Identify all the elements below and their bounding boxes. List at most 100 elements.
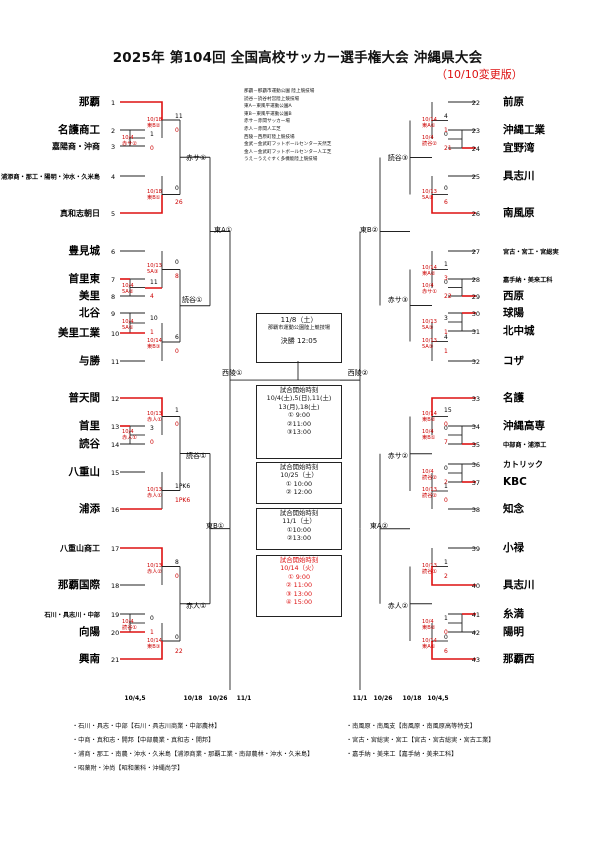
final-date: 11/8（土）	[280, 316, 318, 324]
match-venue: 東B③	[147, 642, 161, 650]
venue-item: 金武－金武町フットボールセンター天然芝	[244, 142, 332, 148]
winner-path	[431, 397, 476, 416]
revision-note: （10/10変更版）	[436, 68, 523, 81]
match-date: 10/13	[147, 263, 162, 269]
venue-item: 赤人－赤間人工芝	[244, 126, 281, 132]
round-date: 10/26	[374, 695, 393, 702]
match-date: 10/4	[422, 429, 434, 435]
team-name: コザ	[503, 355, 524, 367]
score-a: 4	[444, 334, 448, 341]
team-name: 与勝	[79, 354, 100, 367]
winner-path	[120, 101, 163, 120]
team-number: 8	[111, 293, 115, 301]
round-label: 東B①	[206, 521, 224, 530]
match-venue: 読谷①	[122, 623, 137, 631]
team-number: 25	[472, 173, 480, 181]
match-venue: 赤人①	[147, 492, 162, 499]
match-date: 10/18	[147, 189, 162, 195]
score-b: 0	[150, 145, 154, 152]
score-b: 2	[444, 479, 448, 486]
match-venue: 東B①	[147, 193, 161, 201]
match-date: 10/13	[422, 338, 437, 344]
team-name: 西原	[503, 290, 524, 302]
match-venue: 読谷①	[422, 567, 437, 575]
round-label: 西陵②	[348, 368, 368, 377]
match-venue: 読谷②	[422, 473, 437, 481]
match-venue: 東A①	[422, 121, 436, 129]
time-line: 試合開始時刻	[279, 509, 319, 517]
round-label: 赤サ①	[186, 154, 206, 162]
score-a: 0	[444, 465, 448, 472]
score-b: 0	[444, 497, 448, 504]
footer-notes-right: ・南風原・南風支【南風原・南風原高等特支】 ・宮古・宮総実・宮工【宮古・宮古総実…	[346, 720, 495, 762]
team-name: 沖縄高専	[503, 419, 545, 432]
team-name: 沖縄工業	[503, 123, 545, 136]
team-number: 7	[111, 276, 115, 284]
round-date: 10/18	[184, 695, 203, 702]
round-date: 10/18	[403, 695, 422, 702]
score-a: 11	[150, 279, 158, 286]
team-name: 八重山	[68, 465, 101, 478]
score-a: 8	[175, 559, 179, 566]
match-venue: 東B①	[422, 433, 436, 441]
team-number: 9	[111, 310, 115, 318]
team-number: 13	[111, 423, 119, 431]
score-b: 1	[150, 329, 154, 336]
score-b: 8	[175, 273, 179, 280]
match-venue: 読谷②	[422, 139, 437, 147]
time-line: ①10:00	[286, 525, 312, 534]
team-number: 34	[472, 423, 480, 431]
time-line: ② 12:00	[285, 488, 313, 497]
score-b: 1	[444, 329, 448, 336]
team-number: 43	[472, 656, 480, 664]
score-a: 1PK6	[175, 483, 190, 490]
match-date: 10/13	[422, 189, 437, 195]
venue-item: 東B－東風平運動公園B	[244, 111, 292, 117]
team-number: 26	[472, 210, 480, 218]
match-venue: 東A①	[422, 642, 436, 650]
score-a: 0	[444, 185, 448, 192]
team-name: 北中城	[503, 324, 535, 337]
score-a: 0	[175, 259, 179, 266]
match-date: 10/14	[422, 117, 438, 123]
round-label: 東B②	[360, 225, 378, 234]
team-number: 20	[111, 629, 119, 637]
team-number: 11	[111, 358, 119, 366]
venue-legend: 那覇－那覇市運動公園 陸上競技場 読谷－読谷村営陸上競技場 東A－東風平運動公園…	[244, 88, 374, 164]
team-number: 10	[111, 330, 119, 338]
team-name: 具志川	[502, 578, 535, 591]
team-name: 前原	[503, 95, 524, 108]
score-b: 21	[444, 145, 452, 152]
time-line: 試合開始時刻	[279, 463, 319, 471]
venue-item: 金人－金武町フットボールセンター人工芝	[244, 149, 332, 155]
score-a: 1	[150, 131, 154, 138]
time-line: ① 10:00	[285, 479, 313, 488]
team-name: 八重山商工	[59, 543, 100, 553]
score-b: 7	[444, 439, 448, 446]
team-number: 33	[472, 395, 480, 403]
winner-path	[431, 566, 476, 586]
time-line: ④ 15:00	[285, 598, 313, 607]
footer-note: ・嘉手納・美来工【嘉手納・美来工科】	[346, 751, 458, 758]
match-date: 10/14	[147, 638, 163, 644]
winner-path	[120, 547, 163, 566]
team-number: 38	[472, 506, 480, 514]
time-line: ②11:00	[286, 419, 312, 428]
time-box-2: 試合開始時刻 10/25（土） ① 10:00 ② 12:00	[256, 462, 342, 504]
match-venue: 東B②	[422, 415, 436, 423]
score-b: 0	[175, 348, 179, 355]
score-a: 1	[444, 261, 448, 268]
footer-note: ・昭薬附・沖尚【昭和薬科・沖縄尚学】	[72, 765, 184, 772]
team-number: 1	[111, 99, 115, 107]
round-date: 11/1	[237, 695, 252, 702]
team-number: 3	[111, 143, 115, 151]
score-b: 0	[175, 421, 179, 428]
round-date: 11/1	[353, 695, 368, 702]
final-venue: 那覇市運動公園陸上競技場	[267, 325, 331, 332]
team-name: 向陽	[79, 625, 100, 638]
team-number: 35	[472, 441, 480, 449]
team-number: 32	[472, 358, 480, 366]
match-date: 10/4	[122, 283, 134, 289]
team-name: 糸満	[503, 607, 524, 620]
score-a: 0	[444, 425, 448, 432]
